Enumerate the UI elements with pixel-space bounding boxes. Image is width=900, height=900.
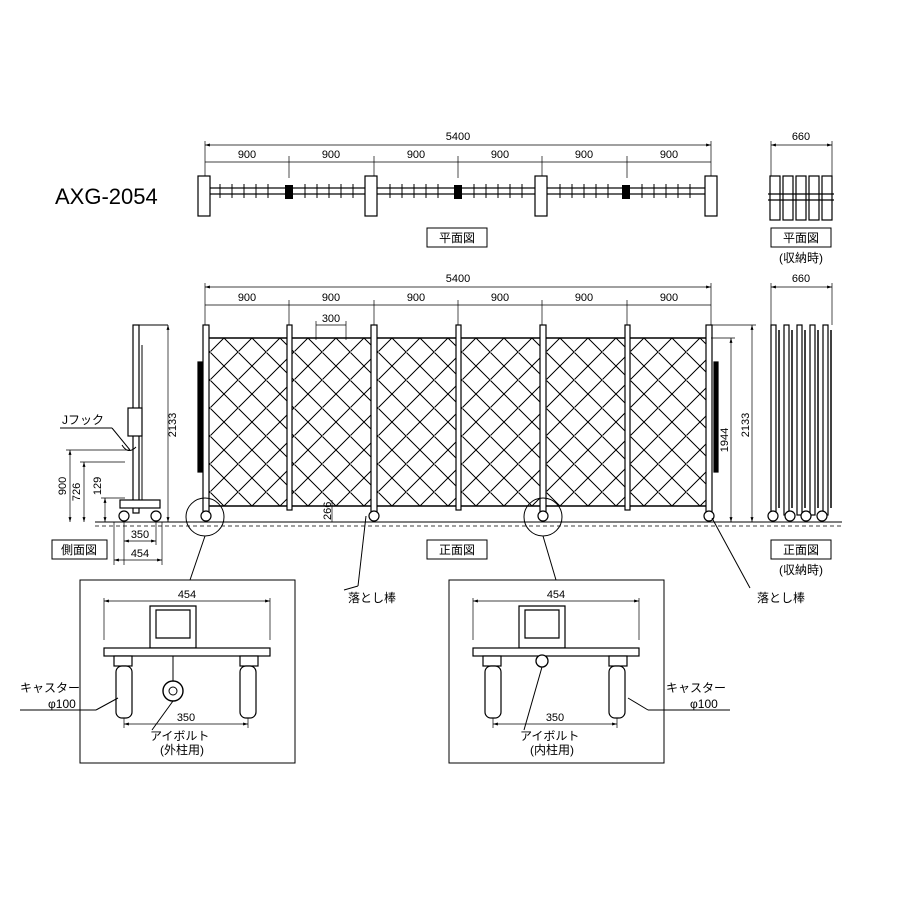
front-266-dimension: 266 [322,500,334,522]
front-total-dim: 5400 [446,273,470,285]
svg-text:正面図: 正面図 [439,543,475,557]
ground-line [95,521,842,527]
detail-leader-left [189,535,206,581]
plan-view-stored-label: 平面図 (収納時) [770,227,832,265]
front-height-dim: 2133 [740,413,752,437]
plan-section-dim-5: 900 [575,149,593,161]
plan-section-dim-1: 900 [238,149,256,161]
side-view: 2133 Jフック 900 726 129 [51,324,179,565]
front-view-stored: 660 正面図 (収納時) [767,273,833,577]
side-base-dimensions: 350 454 [113,522,163,565]
front-dimension-sections: 900 900 900 900 900 900 [205,292,711,325]
detail-panel-right: 454 350 キャスター φ100 アイボルト (内柱用) [448,579,730,764]
plan-stored-suffix: (収納時) [779,251,823,265]
eyebolt-callout-right: アイボルト (内柱用) [520,666,579,757]
svg-text:アイボルト: アイボルト [150,729,209,743]
plan-section-dim-4: 900 [491,149,509,161]
plan-gate-bar [197,175,718,217]
model-title: AXG-2054 [55,184,158,209]
side-454-dim: 454 [131,548,149,560]
plan-stored-width-dim: 660 [792,131,810,143]
side-726-dim: 726 [71,483,83,501]
front-pitch-dim: 300 [322,313,340,325]
plan-dimension-total: 5400 [204,131,712,178]
plan-section-dim-6: 900 [660,149,678,161]
front-height-inner-dim: 1944 [719,428,731,452]
plan-total-dim: 5400 [446,131,470,143]
svg-text:平面図: 平面図 [783,231,819,245]
side-height-dimensions: 900 726 129 [57,449,130,522]
detail-right-350-dim: 350 [546,712,564,724]
detail-left-454-dim: 454 [178,589,196,601]
detail-leader-right [542,535,557,581]
side-height-dim: 2133 [167,413,179,437]
front-casters [200,510,715,522]
front-section-dim-2: 900 [322,292,340,304]
front-stored-suffix: (収納時) [779,563,823,577]
side-900-dim: 900 [57,477,69,495]
svg-text:落とし棒: 落とし棒 [348,591,396,605]
svg-text:アイボルト: アイボルト [520,729,579,743]
front-266-dim: 266 [322,502,334,520]
svg-text:(内柱用): (内柱用) [530,742,574,757]
front-section-dim-4: 900 [491,292,509,304]
side-350-dim: 350 [131,529,149,541]
front-stored-width-dim: 660 [792,273,810,285]
plan-dimension-sections: 900 900 900 900 900 900 [205,149,711,178]
front-section-dim-5: 900 [575,292,593,304]
svg-text:キャスター: キャスター [20,681,80,695]
eyebolt-callout-left: アイボルト (外柱用) [150,700,209,757]
front-view: 5400 900 900 900 900 900 900 300 [95,273,842,605]
detail-right-454-dim: 454 [547,589,565,601]
svg-text:キャスター: キャスター [666,681,726,695]
svg-text:φ100: φ100 [48,697,76,711]
front-view-stored-label: 正面図 (収納時) [770,539,832,577]
svg-text:(外柱用): (外柱用) [160,742,204,757]
front-view-label: 正面図 [426,539,488,560]
drop-rod-callout-right: 落とし棒 [711,517,805,605]
front-height-dimensions: 1944 2133 [711,324,756,522]
plan-section-dim-3: 900 [407,149,425,161]
detail-panel-left: 454 350 キャスター φ100 アイボルト (外柱用) [20,579,296,764]
front-pitch-dimension: 300 [315,313,347,340]
plan-section-dim-2: 900 [322,149,340,161]
svg-text:落とし棒: 落とし棒 [757,591,805,605]
drop-rod-callout-left: 落とし棒 [343,515,396,605]
plan-view-label: 平面図 [426,227,488,248]
svg-text:正面図: 正面図 [783,543,819,557]
svg-text:φ100: φ100 [690,697,718,711]
plan-view: 5400 900 900 900 900 900 900 [197,131,718,248]
side-view-label: 側面図 [51,539,108,560]
j-hook-callout: Jフック [60,413,137,451]
svg-text:Jフック: Jフック [62,413,104,427]
svg-text:側面図: 側面図 [61,543,97,557]
svg-text:平面図: 平面図 [439,231,475,245]
front-section-dim-3: 900 [407,292,425,304]
plan-view-stored: 660 平面図 (収納時) [768,131,834,265]
detail-left-350-dim: 350 [177,712,195,724]
front-dimension-total: 5400 [204,273,712,325]
front-section-dim-6: 900 [660,292,678,304]
side-129-dim: 129 [92,477,104,495]
front-section-dim-1: 900 [238,292,256,304]
caster-callout-left: キャスター φ100 [20,681,119,711]
caster-callout-right: キャスター φ100 [627,681,730,711]
